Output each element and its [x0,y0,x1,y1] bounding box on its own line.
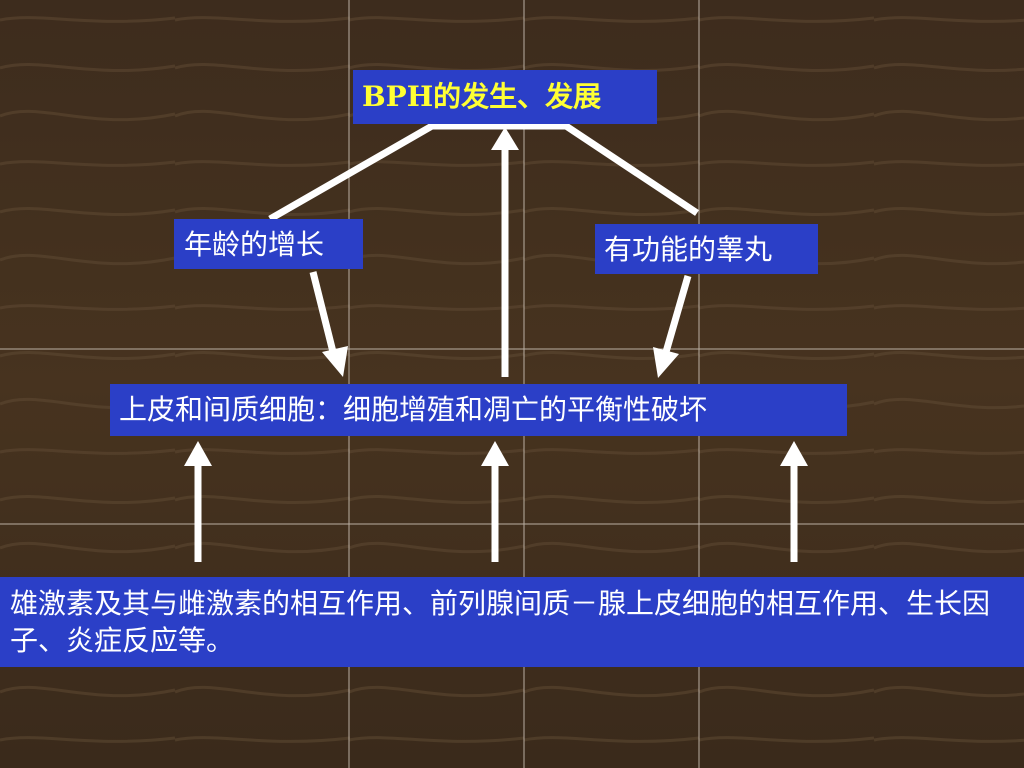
arrowhead-factors-center [481,441,509,466]
wood-grain-line [873,397,1024,410]
wood-grain-line [0,736,176,743]
wood-grain-line [698,448,875,455]
wood-grain-line [873,685,1024,698]
wood-grain-line [348,351,525,360]
wood-grain-line [698,109,875,122]
wood-grain-line [873,160,1024,167]
node-title: BPH的发生、发展 [353,70,657,124]
node-title-label: BPH的发生、发展 [362,80,602,113]
wood-grain-line [523,207,700,216]
wood-grain-line [348,16,525,23]
wood-grain-line [873,736,1024,743]
edge-testis-to-balance [662,275,692,353]
wood-grain-line [523,160,700,167]
arrowhead-age-balance [322,346,348,377]
wood-grain-line [698,160,875,167]
wood-grain-line [698,495,875,504]
node-factors-label: 雄激素及其与雌激素的相互作用、前列腺间质－腺上皮细胞的相互作用、生长因子、炎症反… [10,587,991,657]
wood-grain-line [174,109,351,122]
wood-grain-line [523,304,700,311]
node-testis-label: 有功能的睾丸 [604,233,773,266]
wood-grain-line [174,448,351,455]
wood-grain-line [0,207,176,216]
wood-grain-line [174,495,351,504]
wood-grain-line [698,63,875,72]
wood-grain-line [873,351,1024,360]
wood-grain-line [873,304,1024,311]
wood-grain-line [698,16,875,23]
node-age: 年龄的增长 [174,219,363,269]
node-testis: 有功能的睾丸 [595,224,818,274]
node-age-label: 年龄的增长 [184,228,325,261]
wood-grain-line [873,109,1024,122]
wood-grain-line [523,541,700,554]
wood-grain-line [873,495,1024,504]
wood-grain-line [873,541,1024,554]
wood-grain-line [698,207,875,216]
edge-age-to-title [268,122,699,223]
wood-grain-line [523,63,700,72]
wood-grain-line [698,736,875,743]
wood-grain-line [0,16,176,23]
wood-grain-line [0,160,176,167]
wood-grain-line [348,253,525,266]
wood-grain-line [174,207,351,216]
edge-age-to-balance [309,271,337,353]
wood-grain-line [523,448,700,455]
wood-grain-line [0,351,176,360]
wood-grain-line [348,736,525,743]
wood-grain-line [698,541,875,554]
wood-grain-line [0,541,176,554]
wood-grain-line [174,63,351,72]
wood-grain-line [0,109,176,122]
wood-grain-line [873,207,1024,216]
arrowhead-testis-balance [653,347,679,378]
wood-grain-line [0,304,176,311]
wood-grain-line [174,736,351,743]
wood-grain-line [523,685,700,698]
wood-grain-line [348,63,525,72]
wood-grain-line [873,16,1024,23]
wood-grain-line [523,736,700,743]
wood-grain-line [0,63,176,72]
node-balance-label: 上皮和间质细胞：细胞增殖和凋亡的平衡性破坏 [119,393,708,426]
wood-grain-line [348,685,525,698]
wood-grain-line [174,160,351,167]
wood-grain-line [523,495,700,504]
wood-grain-line [0,495,176,504]
wood-grain-line [873,253,1024,266]
arrowhead-up-title [491,127,519,150]
wood-grain-line [0,253,176,266]
wood-grain-line [698,685,875,698]
wood-grain-line [348,304,525,311]
wood-grain-line [698,304,875,311]
arrowhead-factors-left [184,441,212,466]
wood-grain-line [0,685,176,698]
wood-grain-line [174,351,351,360]
wood-grain-line [348,207,525,216]
wood-grain-line [174,541,351,554]
wood-grain-line [873,448,1024,455]
wood-grain-line [873,63,1024,72]
node-factors: 雄激素及其与雌激素的相互作用、前列腺间质－腺上皮细胞的相互作用、生长因子、炎症反… [0,577,1024,667]
node-balance: 上皮和间质细胞：细胞增殖和凋亡的平衡性破坏 [110,384,847,436]
wood-grain-line [174,16,351,23]
wood-grain-line [174,685,351,698]
wood-grain-line [698,351,875,360]
arrowhead-factors-right [780,441,808,466]
wood-grain-line [0,448,176,455]
wood-grain-line [523,16,700,23]
